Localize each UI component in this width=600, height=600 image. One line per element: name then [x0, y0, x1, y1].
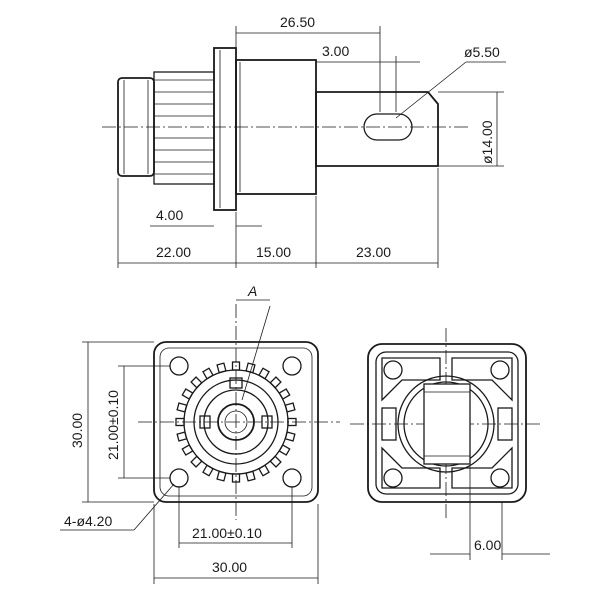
pocket-left: [381, 407, 397, 441]
rear-view: 6.00: [350, 328, 550, 560]
gear-tooth: [202, 464, 214, 477]
ring-mid: [193, 379, 279, 465]
pin-slot-hole: [363, 113, 413, 141]
flange: [213, 47, 237, 211]
ring-inner: [203, 389, 269, 455]
mounting-plate: [153, 341, 319, 503]
gear-tooth: [181, 444, 194, 456]
key-right: [261, 415, 273, 429]
rear-body: [367, 343, 527, 503]
dim-height: 30.00: [69, 413, 85, 448]
gear-tooth: [258, 367, 270, 380]
rear-hole-br: [490, 468, 510, 488]
socket-core-inner: [224, 410, 248, 434]
key-top: [229, 377, 243, 389]
gear-tooth: [269, 455, 282, 468]
leader-55: [395, 61, 467, 119]
gear-tooth: [278, 444, 291, 456]
dim-pin-length: 23.00: [356, 244, 391, 260]
side-view: 26.50 3.00 ø5.50 ø14.00 4.00 22.00 15.00…: [102, 14, 506, 268]
pocket-tl: [381, 357, 441, 402]
rear-body-inner: [375, 351, 519, 495]
gear-tooth: [269, 376, 282, 389]
dim-hole-spacing-h: 21.00±0.10: [192, 525, 262, 541]
dim-hole-dia: ø5.50: [464, 44, 500, 60]
dim-body-mid: 15.00: [256, 244, 291, 260]
mounting-hole-tr: [282, 356, 302, 376]
gear-tooth: [190, 455, 203, 468]
dim-holes: 4-ø4.20: [64, 513, 112, 529]
section-leader: [241, 305, 271, 401]
mounting-hole-tl: [169, 356, 189, 376]
rib-lines: [154, 79, 214, 175]
socket-core: [217, 403, 255, 441]
ring-outer: [183, 369, 289, 475]
rear-bore-outer: [397, 375, 495, 473]
pocket-br: [451, 446, 513, 489]
dim-width: 30.00: [212, 559, 247, 575]
ribbed-body: [153, 71, 215, 185]
front-view: A 30.00 21.00±0.10 4-ø4.20 21.00±0.10 30…: [60, 283, 340, 584]
gear-tooth: [181, 388, 194, 400]
rear-hole-tr: [490, 360, 510, 380]
dim-hole-spacing-v: 21.00±0.10: [105, 390, 121, 460]
gear-tooth: [258, 464, 270, 477]
rear-hole-tl: [383, 360, 403, 380]
dim-body-left: 22.00: [156, 244, 191, 260]
mounting-hole-bl: [169, 468, 189, 488]
dim-offset: 6.00: [474, 537, 501, 553]
pin: [315, 91, 439, 167]
rear-hole-bl: [383, 468, 403, 488]
rear-flat-pin: [423, 383, 471, 465]
rear-bore-inner: [403, 381, 489, 467]
pocket-bl: [381, 446, 441, 489]
dim-overall: 26.50: [280, 14, 315, 30]
gear-tooth: [278, 388, 291, 400]
gear-tooth: [190, 376, 203, 389]
mounting-plate-inner: [159, 347, 313, 497]
section-label: A: [247, 283, 257, 299]
gear-tooth: [202, 367, 214, 380]
key-left: [199, 415, 211, 429]
dim-pin-dia: ø14.00: [479, 120, 495, 164]
dim-flange-thickness: 4.00: [156, 207, 183, 223]
dim-slot-width: 3.00: [322, 43, 349, 59]
pocket-right: [497, 407, 513, 441]
mounting-hole-br: [282, 468, 302, 488]
